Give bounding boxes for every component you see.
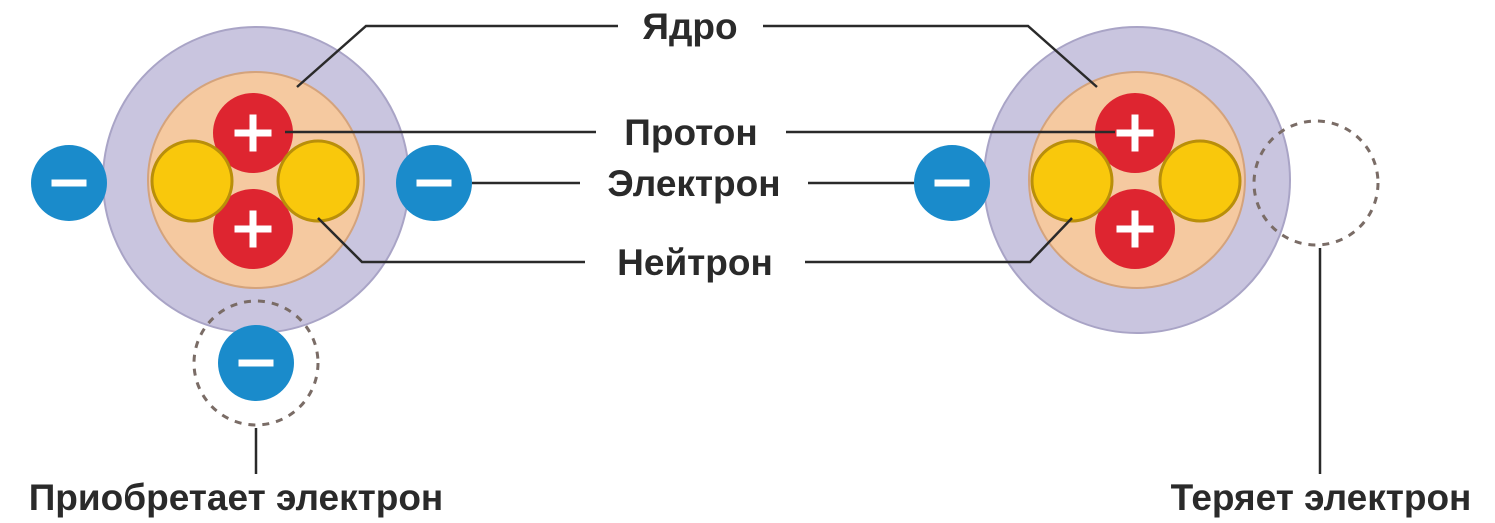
neutron-leader-right <box>805 217 1073 264</box>
right-neutron-left <box>1030 139 1114 223</box>
neutron-label: Нейтрон <box>617 242 773 283</box>
loses-electron-label: Теряет электрон <box>1171 477 1472 518</box>
left-nucleus <box>147 71 365 289</box>
right-proton-top <box>1095 93 1175 173</box>
nucleus-leader-left <box>296 24 618 88</box>
right-nucleus <box>1028 71 1246 289</box>
nucleus-leader-right <box>763 24 1098 88</box>
neutron-leader-left <box>317 217 585 264</box>
right-atom <box>914 26 1380 334</box>
left-proton-bottom <box>213 189 293 269</box>
right-neutron-right <box>1158 139 1242 223</box>
gains-electron-label: Приобретает электрон <box>29 477 444 518</box>
left-gained-electron <box>218 325 294 401</box>
left-gained-electron-orbit <box>192 299 320 427</box>
leader-lines <box>254 24 1322 474</box>
right-proton-bottom <box>1095 189 1175 269</box>
left-neutron-left <box>150 139 234 223</box>
left-atom <box>31 26 472 427</box>
right-electron-outer-left <box>914 145 990 221</box>
labels: Ядро Протон Электрон Нейтрон Приобретает… <box>29 6 1472 518</box>
right-lost-electron-orbit <box>1252 119 1380 247</box>
left-electron-outer-left <box>31 145 107 221</box>
proton-label: Протон <box>624 112 757 153</box>
nucleus-label: Ядро <box>642 6 737 47</box>
left-electron-outer-right <box>396 145 472 221</box>
left-neutron-right <box>276 139 360 223</box>
electron-label: Электрон <box>607 163 780 204</box>
left-proton-top <box>213 93 293 173</box>
